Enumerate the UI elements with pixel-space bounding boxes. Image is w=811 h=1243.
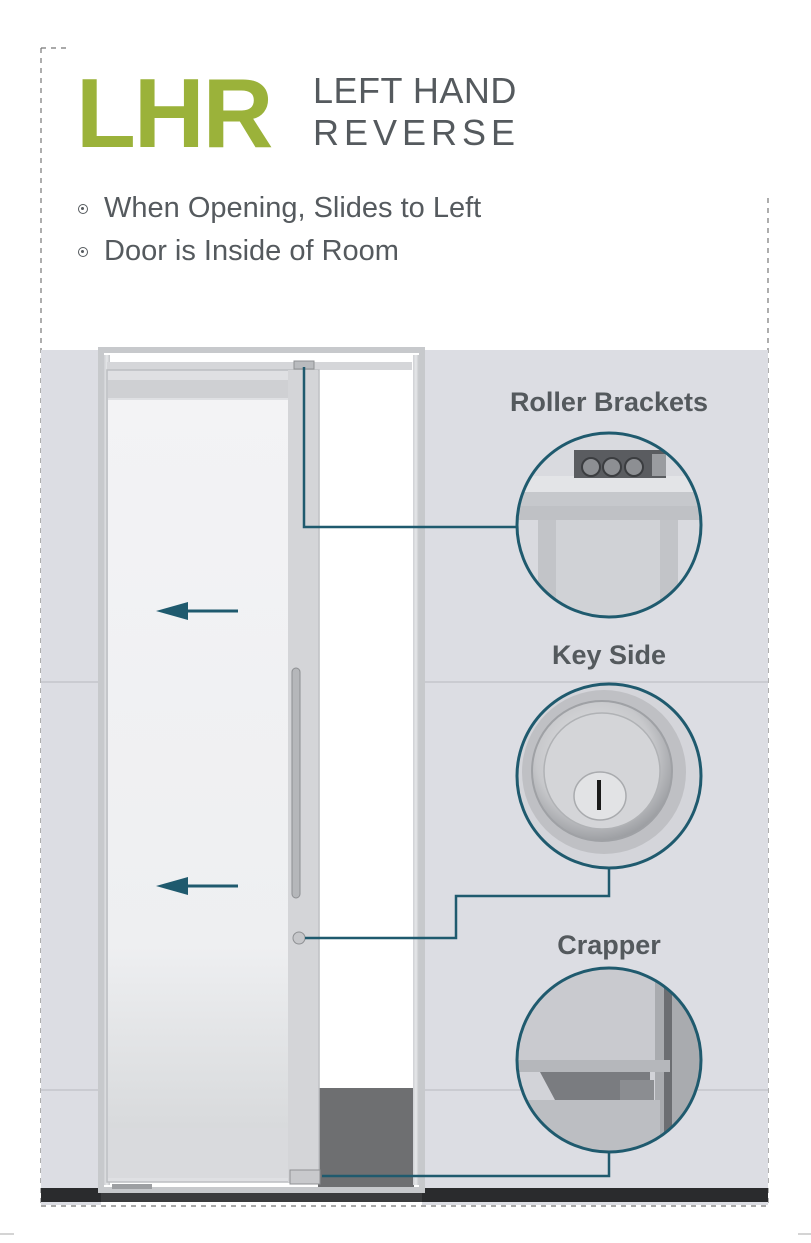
slide-direction-arrow bbox=[156, 602, 238, 620]
header-track bbox=[107, 362, 412, 370]
leader-line-crapper bbox=[322, 1150, 611, 1178]
key-lock-marker bbox=[292, 931, 306, 945]
bullet-item: When Opening, Slides to Left bbox=[78, 192, 481, 225]
bullet-text: Door is Inside of Room bbox=[104, 235, 399, 267]
callout-circle-key-side bbox=[515, 682, 703, 870]
door-frame bbox=[98, 347, 425, 1193]
bullet-icon bbox=[78, 203, 88, 214]
leader-line-roller bbox=[302, 367, 518, 529]
leader-line-key bbox=[305, 866, 611, 940]
floor-guide-marker bbox=[289, 1169, 321, 1185]
slide-direction-arrow bbox=[156, 877, 238, 895]
callout-label-crapper: Crapper bbox=[557, 930, 661, 960]
wall-left bbox=[41, 350, 101, 1205]
title-line-1: LEFT HAND bbox=[313, 70, 517, 111]
title-line-2: REVERSE bbox=[313, 112, 521, 153]
opening-floor bbox=[318, 1088, 414, 1188]
title-code: LHR bbox=[76, 58, 273, 168]
pull-handle bbox=[291, 667, 301, 899]
bullet-icon bbox=[78, 246, 88, 257]
callout-circle-roller-brackets bbox=[515, 431, 703, 619]
door-glass bbox=[108, 400, 288, 1128]
callout-label-roller-brackets: Roller Brackets bbox=[509, 387, 709, 417]
bullet-item: Door is Inside of Room bbox=[78, 235, 399, 268]
bullet-text: When Opening, Slides to Left bbox=[104, 192, 482, 224]
callout-label-key-side: Key Side bbox=[551, 640, 667, 670]
